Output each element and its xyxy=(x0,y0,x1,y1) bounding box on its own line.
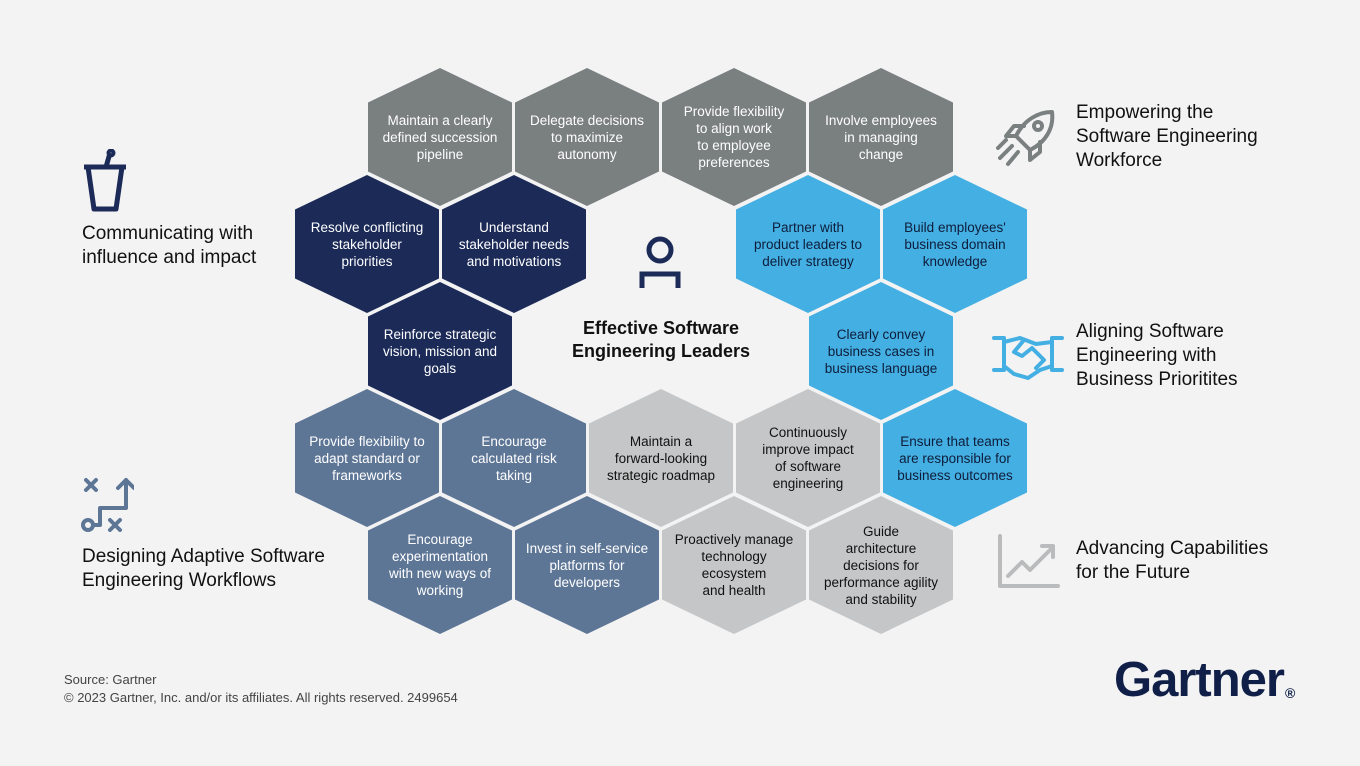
hexagon-text: Proactively manage technology ecosystem … xyxy=(674,532,794,598)
hexagon-light: Continuously improve impact of software … xyxy=(736,389,880,527)
gartner-logo: Gartner® xyxy=(1114,652,1295,708)
hexagon-text: Resolve conflicting stakeholder prioriti… xyxy=(310,219,424,269)
hexagon-text: Partner with product leaders to deliver … xyxy=(753,219,863,269)
hexagon-light: Guide architecture decisions for perform… xyxy=(809,496,953,634)
category-communicating: Communicating with influence and impact xyxy=(82,223,257,268)
hexagon-text: Involve employees in managing change xyxy=(825,112,937,162)
source-note: Source: Gartner xyxy=(64,672,157,687)
hexagon-slate: Encourage calculated risk taking xyxy=(442,389,586,527)
strategy-icon xyxy=(78,474,136,539)
logo-registered-mark: ® xyxy=(1285,685,1295,701)
hexagon-blue: Partner with product leaders to deliver … xyxy=(736,175,880,313)
hexagon-slate: Provide flexibility to adapt standard or… xyxy=(295,389,439,527)
hexagon-text: Continuously improve impact of software … xyxy=(762,425,854,491)
hexagon-light: Maintain a forward-looking strategic roa… xyxy=(589,389,733,527)
copyright-note: © 2023 Gartner, Inc. and/or its affiliat… xyxy=(64,690,458,705)
center-title: Effective Software Engineering Leaders xyxy=(571,318,751,361)
hexagon-text: Delegate decisions to maximize autonomy xyxy=(529,112,645,162)
hexagon-text: Provide flexibility to adapt standard or… xyxy=(309,433,425,483)
hexagon-text: Ensure that teams are responsible for bu… xyxy=(897,433,1013,483)
hexagon-navy: Reinforce strategic vision, mission and … xyxy=(368,282,512,420)
hexagon-text: Invest in self-service platforms for dev… xyxy=(525,540,649,590)
hexagon-blue: Build employees' business domain knowled… xyxy=(883,175,1027,313)
hexagon-navy: Resolve conflicting stakeholder prioriti… xyxy=(295,175,439,313)
hexagon-gray: Involve employees in managing change xyxy=(809,68,953,206)
hexagon-slate: Encourage experimentation with new ways … xyxy=(368,496,512,634)
hexagon-text: Encourage calculated risk taking xyxy=(471,433,557,483)
hexagon-text: Clearly convey business cases in busines… xyxy=(824,326,938,376)
category-empowering: Empowering the Software Engineering Work… xyxy=(1076,102,1258,171)
hexagon-text: Guide architecture decisions for perform… xyxy=(823,523,939,607)
logo-text: Gartner xyxy=(1114,653,1285,707)
hexagon-blue: Clearly convey business cases in busines… xyxy=(809,282,953,420)
hexagon-text: Reinforce strategic vision, mission and … xyxy=(382,326,498,376)
category-designing: Designing Adaptive Software Engineering … xyxy=(82,546,325,591)
hexagon-navy: Understand stakeholder needs and motivat… xyxy=(442,175,586,313)
podium-icon xyxy=(78,148,132,218)
hexagon-blue: Ensure that teams are responsible for bu… xyxy=(883,389,1027,527)
trend-chart-icon xyxy=(996,534,1060,595)
category-advancing: Advancing Capabilities for the Future xyxy=(1076,538,1269,583)
hexagon-light: Proactively manage technology ecosystem … xyxy=(662,496,806,634)
hexagon-text: Maintain a clearly defined succession pi… xyxy=(382,112,498,162)
hexagon-slate: Invest in self-service platforms for dev… xyxy=(515,496,659,634)
hexagon-text: Build employees' business domain knowled… xyxy=(904,219,1006,269)
hexagon-gray: Provide flexibility to align work to emp… xyxy=(662,68,806,206)
hexagon-gray: Maintain a clearly defined succession pi… xyxy=(368,68,512,206)
hexagon-text: Provide flexibility to align work to emp… xyxy=(683,104,785,170)
hexagon-gray: Delegate decisions to maximize autonomy xyxy=(515,68,659,206)
person-icon xyxy=(636,234,684,295)
handshake-icon xyxy=(992,330,1064,387)
rocket-icon xyxy=(994,106,1062,175)
hexagon-text: Maintain a forward-looking strategic roa… xyxy=(606,433,716,483)
hexagon-text: Encourage experimentation with new ways … xyxy=(388,532,492,598)
hexagon-text: Understand stakeholder needs and motivat… xyxy=(458,219,570,269)
category-aligning: Aligning Software Engineering with Busin… xyxy=(1076,321,1238,390)
